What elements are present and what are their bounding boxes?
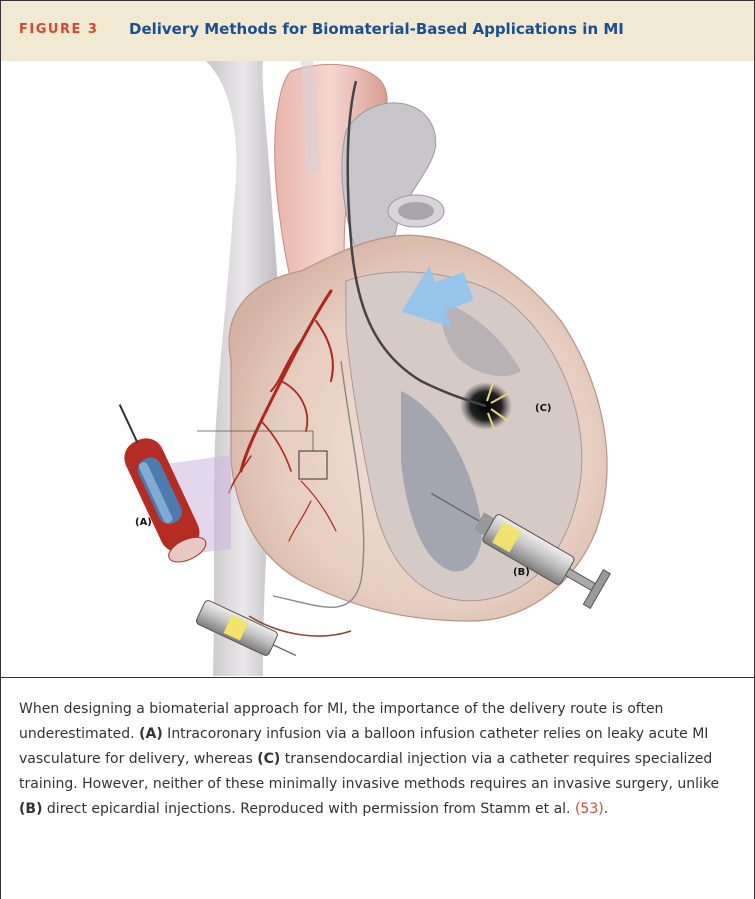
figure-header: FIGURE 3 Delivery Methods for Biomateria… bbox=[1, 0, 754, 62]
figure-title: Delivery Methods for Biomaterial-Based A… bbox=[129, 20, 624, 38]
caption-end: . bbox=[604, 801, 608, 817]
figure-caption: When designing a biomaterial approach fo… bbox=[19, 697, 741, 822]
figure-label: FIGURE 3 bbox=[19, 22, 98, 37]
label-b: (B) bbox=[513, 567, 530, 578]
balloon-catheter-inset bbox=[102, 396, 231, 567]
caption-divider bbox=[1, 677, 754, 678]
caption-marker-c: (C) bbox=[257, 751, 280, 767]
label-a: (A) bbox=[135, 517, 152, 528]
reference-link[interactable]: (53) bbox=[575, 801, 604, 817]
heart-delivery-illustration: (A) (B) (C) bbox=[1, 61, 754, 676]
heart-illustration-svg: (A) (B) (C) bbox=[1, 61, 754, 676]
label-c: (C) bbox=[535, 403, 551, 414]
caption-marker-b: (B) bbox=[19, 801, 42, 817]
caption-b-text: direct epicardial injections. Reproduced… bbox=[42, 801, 574, 817]
caption-marker-a: (A) bbox=[139, 726, 163, 742]
pulmonary-artery bbox=[342, 103, 444, 255]
